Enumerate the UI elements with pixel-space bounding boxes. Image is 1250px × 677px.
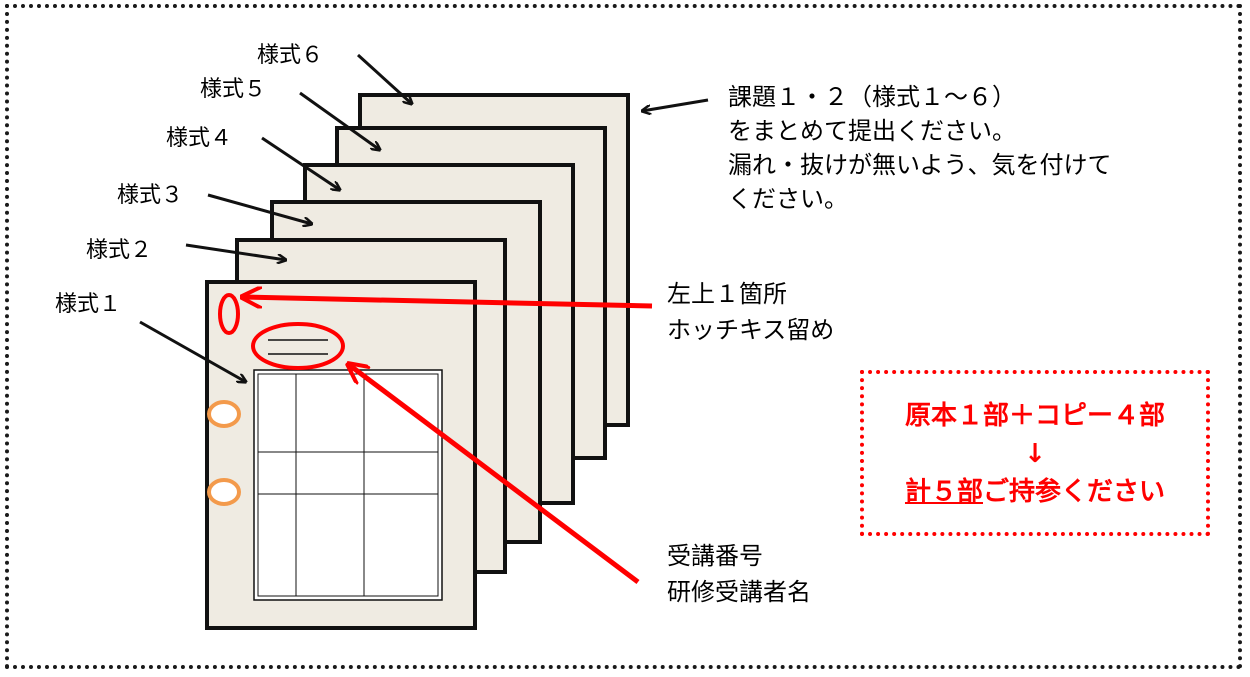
label-form-1: 様式１ bbox=[55, 292, 122, 317]
label-form-3: 様式３ bbox=[117, 183, 184, 208]
copies-notice-box: 原本１部＋コピー４部 ↓ 計５部ご持参ください bbox=[860, 370, 1210, 536]
instructions-line: 課題１・２（様式１～６） bbox=[728, 83, 1016, 111]
arrow-name-note bbox=[348, 364, 640, 584]
arrow-form-3 bbox=[207, 193, 312, 224]
arrow-form-4 bbox=[261, 136, 340, 190]
name-number-note-line: 受講番号 bbox=[667, 542, 763, 570]
label-form-4: 様式４ bbox=[166, 126, 233, 151]
label-form-2: 様式２ bbox=[86, 238, 153, 263]
copies-line-3: 計５部ご持参ください bbox=[864, 473, 1206, 511]
arrow-form-2 bbox=[185, 243, 286, 260]
instructions-text: 課題１・２（様式１～６） をまとめて提出ください。 漏れ・抜けが無いよう、気を付… bbox=[728, 80, 1112, 216]
form-1-table bbox=[253, 369, 443, 601]
staple-note-line: 左上１箇所 bbox=[667, 280, 787, 308]
copies-line-1: 原本１部＋コピー４部 bbox=[904, 401, 1165, 431]
punch-hole-top bbox=[207, 400, 241, 428]
copies-total: 計５部 bbox=[904, 477, 983, 507]
arrow-instructions bbox=[642, 98, 709, 111]
instructions-line: 漏れ・抜けが無いよう、気を付けて bbox=[728, 151, 1112, 179]
copies-suffix: ご持参ください bbox=[983, 477, 1166, 507]
instructions-line: をまとめて提出ください。 bbox=[728, 117, 1016, 145]
arrow-form-5 bbox=[299, 91, 380, 150]
arrow-form-1 bbox=[139, 320, 246, 382]
name-number-circle bbox=[251, 322, 345, 370]
arrow-staple-note bbox=[242, 297, 653, 309]
instructions-line: ください。 bbox=[728, 185, 848, 213]
label-form-6: 様式６ bbox=[257, 43, 324, 68]
copies-down-arrow: ↓ bbox=[1024, 439, 1046, 469]
label-form-5: 様式５ bbox=[200, 77, 267, 102]
name-number-note: 受講番号 研修受講者名 bbox=[667, 538, 811, 610]
name-number-lines bbox=[268, 339, 328, 355]
punch-hole-bottom bbox=[207, 478, 241, 506]
name-number-note-line: 研修受講者名 bbox=[667, 578, 811, 606]
staple-marker bbox=[218, 293, 240, 335]
staple-note-line: ホッチキス留め bbox=[667, 316, 835, 344]
dotted-frame bbox=[5, 4, 1242, 669]
staple-note: 左上１箇所 ホッチキス留め bbox=[667, 276, 834, 348]
arrow-form-6 bbox=[356, 53, 412, 104]
